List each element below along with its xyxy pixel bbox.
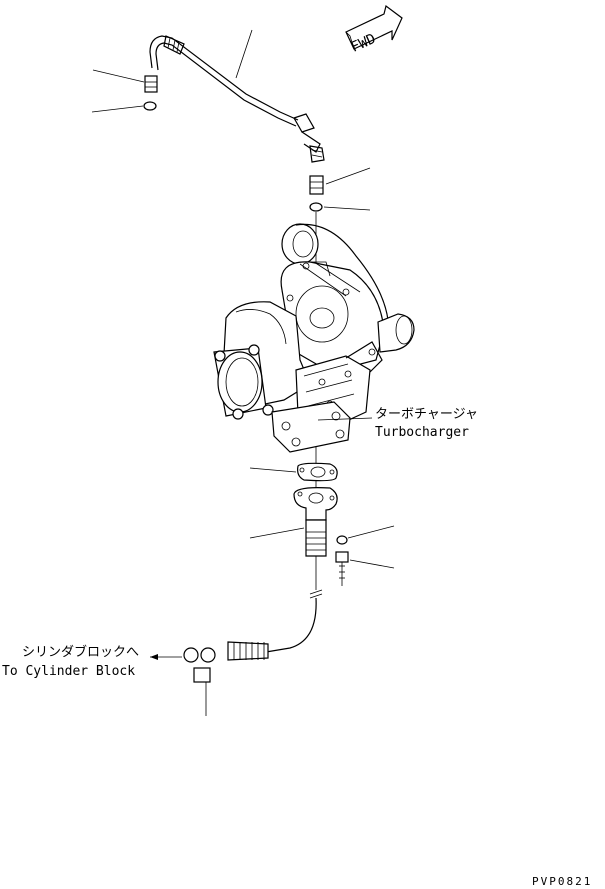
right-union-fitting	[309, 167, 371, 195]
oil-drain-pipe	[227, 487, 338, 661]
turbocharger-assembly	[213, 223, 415, 453]
turbocharger-label-jp: ターボチャージャ	[375, 407, 478, 422]
right-o-ring	[309, 202, 371, 212]
left-union-fitting	[92, 69, 158, 93]
cylinder-block-o-rings	[183, 647, 216, 716]
fwd-direction-arrow: FWD	[345, 4, 403, 56]
drain-bolt	[335, 551, 395, 586]
fwd-label: FWD	[349, 31, 379, 56]
left-o-ring	[91, 101, 157, 113]
oil-supply-pipe	[149, 29, 325, 163]
drain-washer	[336, 525, 395, 545]
to-cylinder-block-label-jp: シリンダブロックへ	[22, 644, 139, 660]
turbocharger-label-en: Turbocharger	[375, 425, 469, 440]
drawing-code: PVP0821	[532, 875, 592, 888]
to-cylinder-block-arrow	[150, 654, 182, 660]
drain-gasket	[249, 462, 338, 482]
to-cylinder-block-label-en: To Cylinder Block	[2, 664, 135, 679]
